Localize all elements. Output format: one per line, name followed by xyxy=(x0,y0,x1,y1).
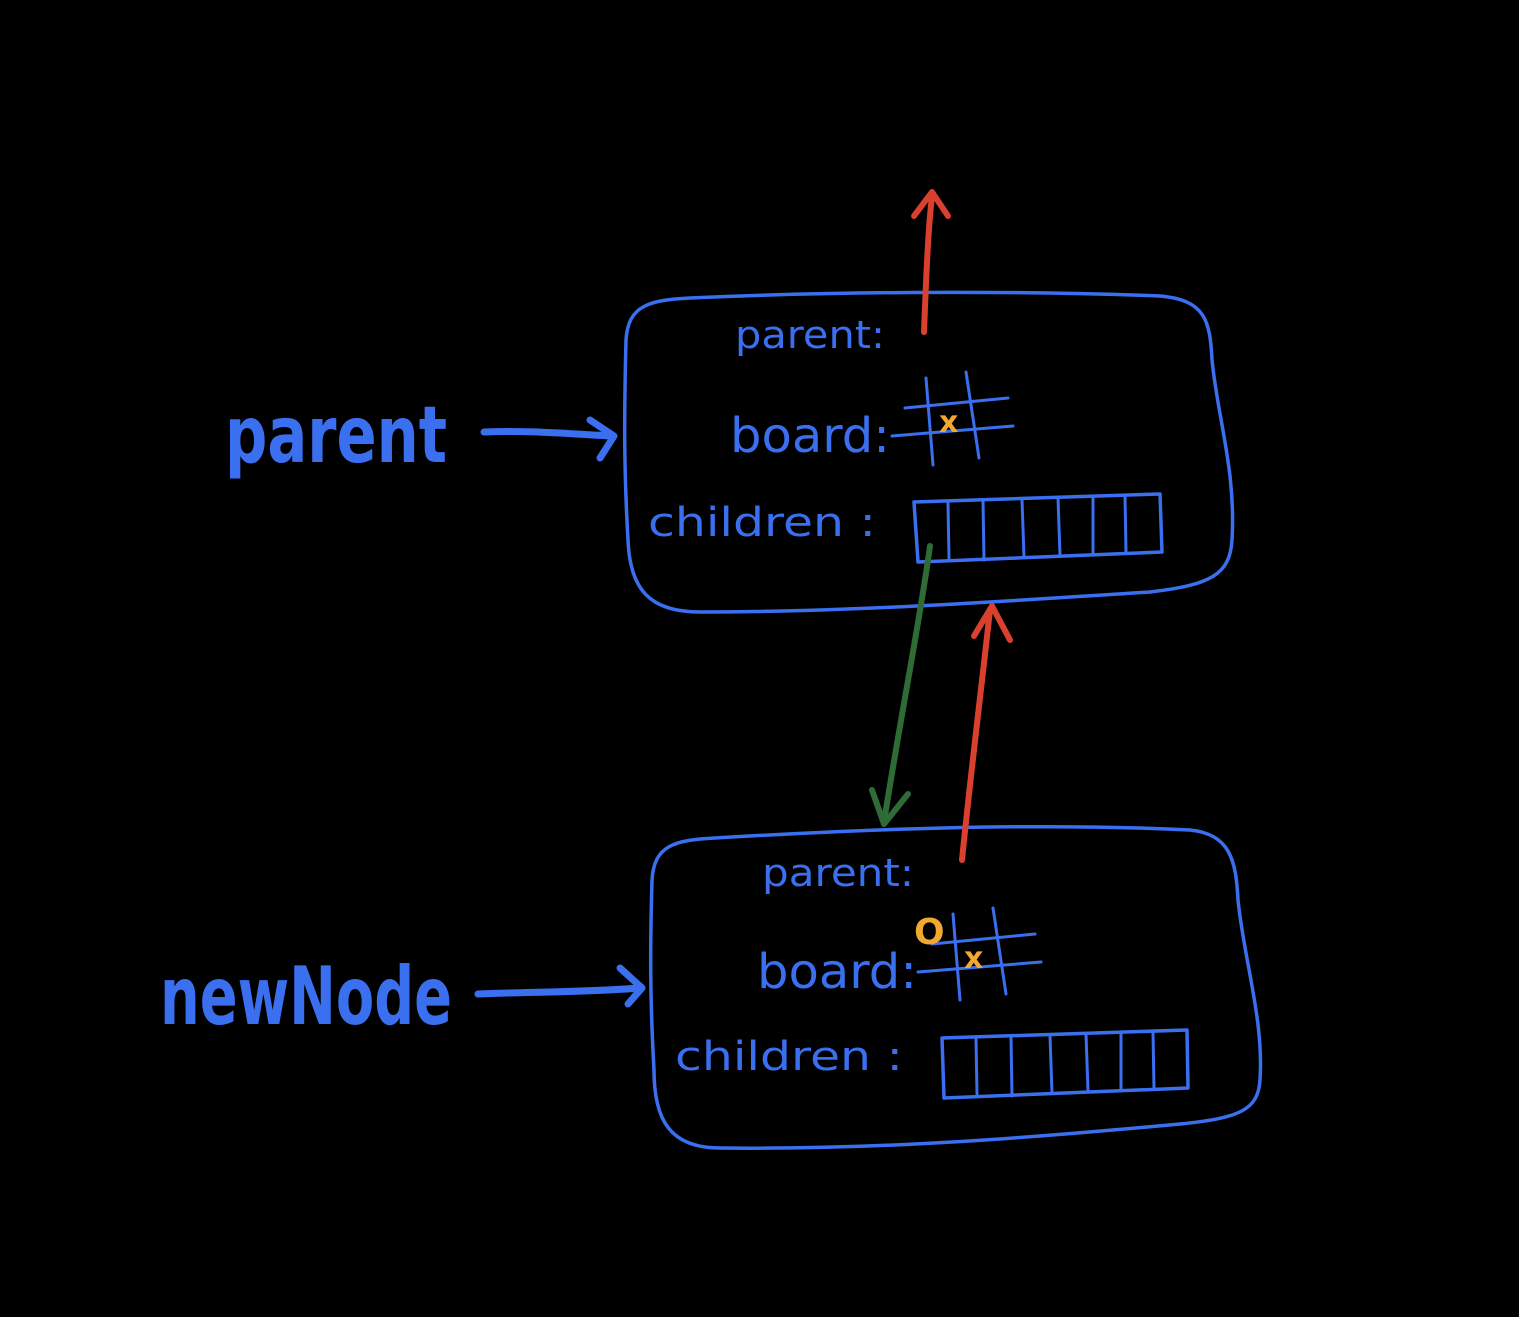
parent-node-children-field: children : xyxy=(648,500,876,546)
newnode-parent-pointer-arrow xyxy=(959,603,1013,863)
parent-node-box xyxy=(622,290,1235,614)
newnode-reference: newNode xyxy=(160,950,646,1043)
parent-node-parent-pointer-arrow xyxy=(911,189,951,335)
newnode-variable-label: newNode xyxy=(160,950,452,1043)
parent-node-board-grid xyxy=(890,370,1015,467)
newnode-reference-arrow xyxy=(474,964,646,1008)
newnode-node-board-field: board: xyxy=(757,944,917,1000)
newnode-node-board-x-mark: x xyxy=(964,941,983,976)
parent-variable-label: parent xyxy=(225,391,447,481)
parent-reference: parent xyxy=(225,391,618,481)
parent-node-board-field: board: xyxy=(730,408,890,464)
newnode-node-box xyxy=(648,824,1263,1150)
parent-node-children-array xyxy=(912,492,1164,564)
newnode-node-board-o-mark: O xyxy=(914,912,945,953)
parent-node-board-x-mark: x xyxy=(939,405,958,440)
newnode-node-parent-field: parent: xyxy=(762,851,914,895)
child-pointer-arrow xyxy=(869,543,933,827)
newnode-node-children-array xyxy=(940,1028,1190,1100)
parent-node-parent-field: parent: xyxy=(735,313,885,357)
newnode-node-children-field: children : xyxy=(675,1034,903,1080)
newnode-node-board-grid xyxy=(916,906,1043,1002)
parent-node: parent: board: children : x xyxy=(622,290,1235,614)
parent-reference-arrow xyxy=(480,416,618,462)
newnode-node: parent: board: children : O x xyxy=(648,824,1263,1150)
